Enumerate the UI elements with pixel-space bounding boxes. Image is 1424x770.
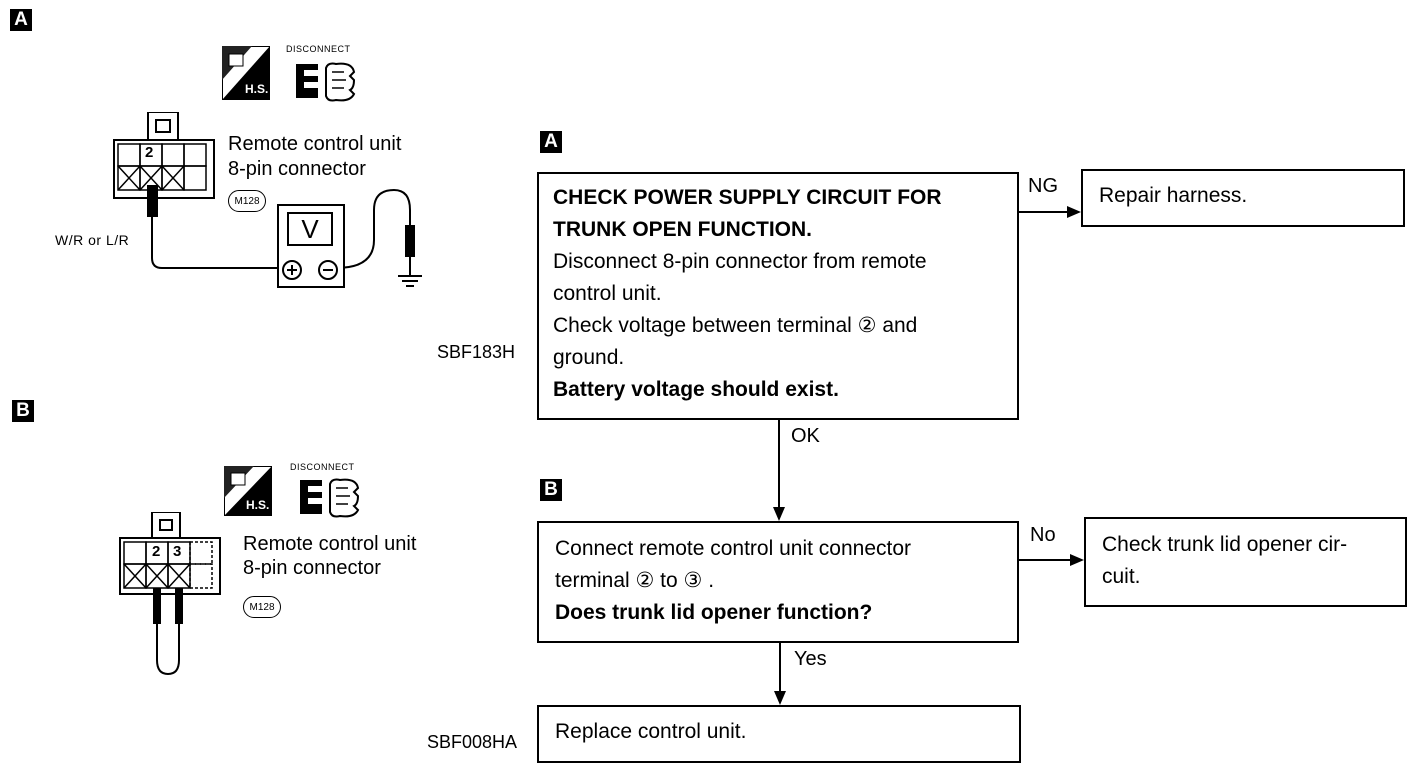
harness-side-badge-b [224,466,272,516]
connector-8pin-a [112,111,222,207]
yes-label: Yes [794,648,827,670]
pin-number-3: 3 [173,543,182,560]
step-a-line-6: ground. [553,346,625,369]
step-a-line-4: control unit. [553,282,662,305]
step-a-box: CHECK POWER SUPPLY CIRCUIT FOR TRUNK OPE… [537,172,1019,420]
step-b-tag: B [540,479,562,501]
meter-terminals [280,258,344,289]
figure-a-id: SBF183H [437,342,516,362]
pin-number-2: 2 [152,543,161,560]
wire-color-label: W/R or L/R [55,232,130,248]
voltmeter-wiring [147,185,422,287]
ng-result-text: Repair harness. [1099,184,1248,207]
no-label: No [1030,524,1056,546]
step-b-line-1: Connect remote control unit connector [555,537,912,560]
step-a-title-1: CHECK POWER SUPPLY CIRCUIT FOR [553,186,942,209]
step-b-line-3: Does trunk lid opener function? [555,601,873,624]
disconnect-connector-icon [292,58,358,109]
step-a-line-5: Check voltage between terminal ② and [553,314,918,337]
yes-result-text: Replace control unit. [555,720,747,743]
disconnect-label: DISCONNECT [286,44,351,54]
pin-number: 2 [145,144,154,161]
connector-name-line2: 8-pin connector [228,158,366,180]
disconnect-connector-icon-b [296,474,362,525]
no-result-line-1: Check trunk lid opener cir- [1102,533,1348,556]
connector-name-line1-b: Remote control unit [243,533,417,555]
step-b-line-2: terminal ② to ③ . [555,569,715,592]
step-b-box: Connect remote control unit connector te… [537,521,1019,643]
ng-result-box: Repair harness. [1081,169,1405,227]
voltmeter-display: V [287,212,333,246]
ok-label: OK [791,425,820,447]
harness-side-badge [222,46,270,100]
connector-code-badge: M128 [228,190,266,212]
no-result-line-2: cuit. [1102,565,1141,588]
step-a-line-7: Battery voltage should exist. [553,378,839,401]
figure-b-id: SBF008HA [427,732,518,752]
disconnect-label-b: DISCONNECT [290,462,355,472]
ng-label: NG [1028,175,1058,197]
yes-result-box: Replace control unit. [537,705,1021,763]
connector-name-line2-b: 8-pin connector [243,557,381,579]
step-a-tag: A [540,131,562,153]
hs-badge-label: H.S. [245,82,269,96]
figure-a-tag: A [10,9,32,31]
step-a-line-3: Disconnect 8-pin connector from remote [553,250,927,273]
connector-name-line1: Remote control unit [228,133,402,155]
connector-code-badge-b: M128 [243,596,281,618]
figure-b-tag: B [12,400,34,422]
hs-badge-label-b: H.S. [246,498,270,512]
no-result-box: Check trunk lid opener cir- cuit. [1084,517,1407,607]
step-a-title-2: TRUNK OPEN FUNCTION. [553,218,812,241]
connector-8pin-b [118,511,228,687]
